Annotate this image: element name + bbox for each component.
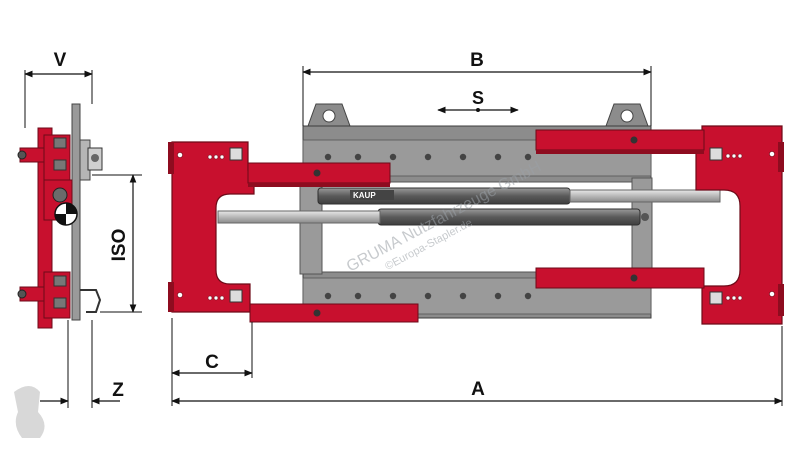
dimension-c-label: C <box>205 352 219 373</box>
dimension-s-label: S <box>472 88 484 108</box>
hydraulic-cylinder-lower <box>217 208 649 226</box>
dimension-iso-label: ISO <box>109 229 130 262</box>
dimension-z: Z <box>40 320 124 408</box>
dimension-v: V <box>24 50 93 128</box>
dimension-c: C <box>171 318 253 406</box>
side-lower-hook <box>80 289 102 313</box>
dimension-v-label: V <box>54 50 67 71</box>
dimension-a: A <box>171 326 783 406</box>
side-lower-mount <box>17 271 102 319</box>
side-view <box>17 103 103 329</box>
dimension-a-label: A <box>471 379 485 400</box>
side-cylinder-end <box>43 179 78 226</box>
dimension-s: S <box>437 88 519 114</box>
dimension-b: B <box>302 50 652 126</box>
side-upper-mount <box>17 134 103 184</box>
kaup-logo: KAUP <box>353 191 376 200</box>
dimension-b-label: B <box>470 50 484 71</box>
dimension-z-label: Z <box>112 380 124 401</box>
right-fork-arm <box>535 125 784 325</box>
watermark-logo-icon <box>14 386 45 438</box>
dimension-iso: ISO <box>92 174 142 313</box>
front-view: KAUP <box>168 103 784 325</box>
left-fork-arm <box>168 141 419 323</box>
hydraulic-cylinder-upper: KAUP <box>317 187 721 205</box>
